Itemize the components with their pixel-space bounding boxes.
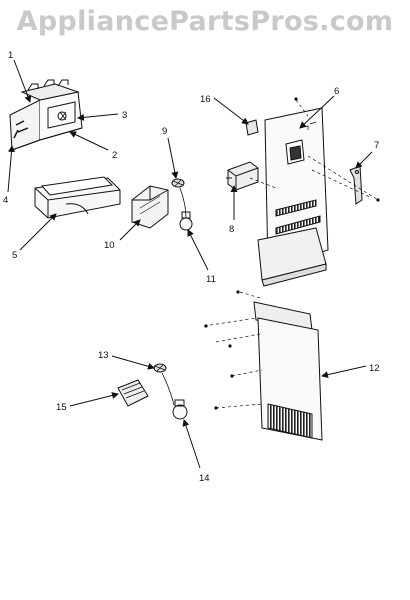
evaporator-cover-panel (257, 107, 329, 287)
callout-13: 13 (98, 350, 109, 361)
callout-12: 12 (369, 363, 380, 374)
air-damper (226, 161, 259, 191)
bulb-upper (179, 187, 193, 231)
callout-6: 6 (334, 86, 339, 97)
callout-1: 1 (8, 50, 13, 61)
callout-3: 3 (122, 110, 127, 121)
side-bracket (349, 165, 363, 205)
clip-lower (153, 363, 167, 373)
callout-11: 11 (206, 274, 216, 285)
callout-2: 2 (112, 150, 117, 161)
ice-dispenser-chute (131, 185, 169, 229)
callout-5: 5 (12, 250, 17, 261)
small-bracket (245, 119, 259, 136)
callout-10: 10 (104, 240, 115, 251)
callout-16: 16 (200, 94, 211, 105)
callout-8: 8 (229, 224, 234, 235)
vent-grille (117, 379, 149, 407)
callout-9: 9 (162, 126, 167, 137)
callout-labels: 1 2 3 4 5 6 7 8 9 10 11 12 13 14 15 16 (3, 50, 380, 484)
callout-15: 15 (56, 402, 67, 413)
assembly-dashed-lines (203, 99, 379, 409)
rear-access-panel (253, 301, 323, 441)
callout-7: 7 (374, 140, 379, 151)
callout-leaders (7, 59, 373, 469)
callout-14: 14 (199, 473, 210, 484)
watermark-text: AppliancePartsPros.com (16, 6, 394, 37)
ice-maker-assembly (9, 79, 83, 151)
ice-bucket (34, 176, 121, 219)
callout-4: 4 (3, 195, 8, 206)
mounting-screws (204, 97, 380, 410)
clip-upper (171, 178, 185, 188)
bulb-lower (161, 372, 188, 420)
